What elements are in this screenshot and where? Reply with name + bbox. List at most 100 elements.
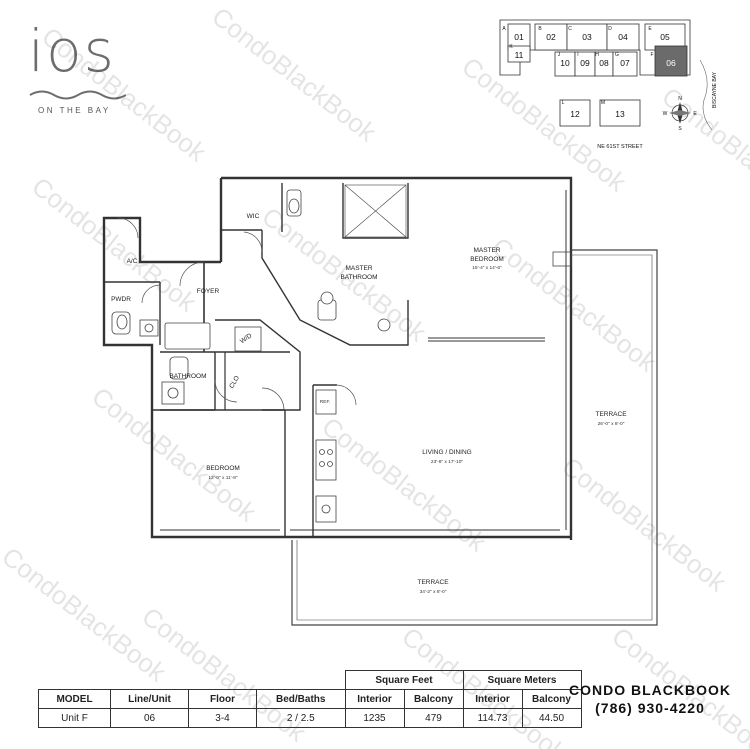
header-interior-sqft: Interior (344, 689, 405, 709)
key-label-03: 03 (582, 32, 592, 42)
header-balcony-sqft: Balcony (403, 689, 464, 709)
terraces (291, 249, 658, 626)
shower-icon (344, 184, 407, 238)
table-header-row: MODEL Line/Unit Floor Bed/Baths Interior… (38, 689, 582, 709)
key-letter-g: G (615, 52, 619, 58)
compass-s: S (678, 126, 682, 132)
room-label-master-bathroom-2: BATHROOM (340, 274, 377, 281)
compass-e: E (693, 111, 697, 117)
room-label-bathroom: BATHROOM (169, 373, 206, 380)
toilet-bowl-icon (288, 198, 300, 214)
walls (102, 176, 573, 540)
street-label: NE 61ST STREET (597, 144, 643, 150)
watermark-text: CondoBlackBook (486, 231, 662, 378)
room-label-bedroom: BEDROOM (206, 465, 240, 472)
key-label-07: 07 (620, 58, 630, 68)
key-letter-k: K (509, 44, 513, 50)
compass-icon (669, 102, 691, 124)
bay-label: BISCAYNE BAY (712, 71, 718, 108)
header-interior-sqm: Interior (462, 689, 523, 709)
room-label-wic: WIC (247, 213, 260, 220)
header-line-unit: Line/Unit (110, 689, 189, 709)
key-letter-f: F (650, 52, 653, 58)
compass-w: W (663, 111, 668, 117)
room-label-foyer: FOYER (197, 288, 220, 295)
room-label-master-bathroom: MASTER (345, 265, 372, 272)
key-label-06: 06 (666, 58, 676, 68)
stove-icon (315, 439, 337, 481)
key-letter-i: I (577, 52, 578, 58)
key-letter-e: E (648, 26, 652, 32)
key-label-11: 11 (515, 50, 524, 60)
key-unit-04 (606, 23, 640, 51)
brand-phone[interactable]: (786) 930-4220 (595, 700, 705, 716)
toilet-icon (169, 356, 189, 380)
room-label-living: LIVING / DINING (422, 449, 471, 456)
key-unit-07 (612, 51, 638, 77)
key-letter-a: A (502, 26, 506, 32)
sink-basin-icon (144, 323, 154, 333)
compass-n: N (678, 96, 682, 102)
logo-wordmark: ios (28, 17, 116, 85)
room-label-ref: REF. (320, 399, 330, 405)
key-label-09: 09 (580, 58, 590, 68)
fixtures (111, 189, 391, 523)
toilet-bowl-icon (116, 314, 128, 330)
key-label-01: 01 (514, 32, 524, 42)
washer-dryer-icon (234, 326, 262, 352)
key-unit-13 (599, 99, 641, 127)
watermark-text: CondoBlackBook (36, 21, 212, 168)
key-letter-d: D (608, 26, 612, 32)
refrigerator-icon (315, 389, 337, 415)
group-square-feet: Square Feet (344, 670, 464, 690)
door-swings (117, 217, 357, 411)
cell-interior-sqm: 114.73 (462, 708, 523, 728)
key-label-04: 04 (618, 32, 628, 42)
logo-subtitle: ON THE BAY (38, 106, 111, 115)
dim-master-bedroom: 15'-4" x 14'-6" (472, 265, 502, 271)
brand-name: CONDO BLACKBOOK (569, 682, 731, 698)
room-label-ac: A/C (127, 258, 138, 265)
key-label-13: 13 (615, 109, 625, 119)
key-letter-j: J (558, 52, 561, 58)
key-letter-c: C (568, 26, 572, 32)
key-label-05: 05 (660, 32, 670, 42)
key-letter-b: B (538, 26, 542, 32)
room-label-terrace-bottom: TERRACE (417, 579, 449, 586)
cell-balcony-sqft: 479 (403, 708, 464, 728)
bathtub-icon (164, 322, 211, 350)
shoreline-icon (699, 59, 713, 131)
key-label-08: 08 (599, 58, 609, 68)
cell-line-unit: 06 (110, 708, 189, 728)
brand-block: CONDO BLACKBOOK (786) 930-4220 (560, 682, 740, 716)
dim-terrace-right: 26'-0" x 8'-0" (598, 421, 625, 427)
key-letter-m: M (601, 100, 605, 106)
header-model: MODEL (38, 689, 111, 709)
key-label-12: 12 (570, 109, 580, 119)
header-floor: Floor (188, 689, 257, 709)
room-label-terrace-right: TERRACE (595, 411, 627, 418)
glass-doors (160, 190, 567, 531)
key-letter-l: L (562, 100, 565, 106)
logo-wave-icon (29, 90, 127, 100)
key-unit-06-highlight (654, 45, 688, 77)
cell-floor: 3-4 (188, 708, 257, 728)
dim-living: 23'-6" x 17'-10" (431, 459, 463, 465)
key-plan (499, 19, 691, 127)
sink-basin-icon (167, 387, 179, 399)
key-label-02: 02 (546, 32, 556, 42)
room-label-master-bedroom: MASTER (473, 247, 500, 254)
sink-basin-icon (377, 318, 391, 332)
table-row: Unit F 06 3-4 2 / 2.5 1235 479 114.73 44… (38, 708, 582, 728)
cell-balcony-sqm: 44.50 (521, 708, 582, 728)
key-letter-h: H (595, 52, 599, 58)
dim-bedroom: 12'-0" x 11'-8" (208, 475, 237, 481)
sink-basin-icon (320, 291, 334, 305)
unit-spec-table: Square Feet Square Meters MODEL Line/Uni… (38, 670, 582, 728)
watermark-text: CondoBlackBook (556, 451, 732, 598)
room-label-clo: CLO (228, 375, 241, 390)
key-unit-11 (507, 45, 531, 63)
cell-bed-baths: 2 / 2.5 (256, 708, 346, 728)
watermark-text: CondoBlackBook (206, 1, 382, 148)
